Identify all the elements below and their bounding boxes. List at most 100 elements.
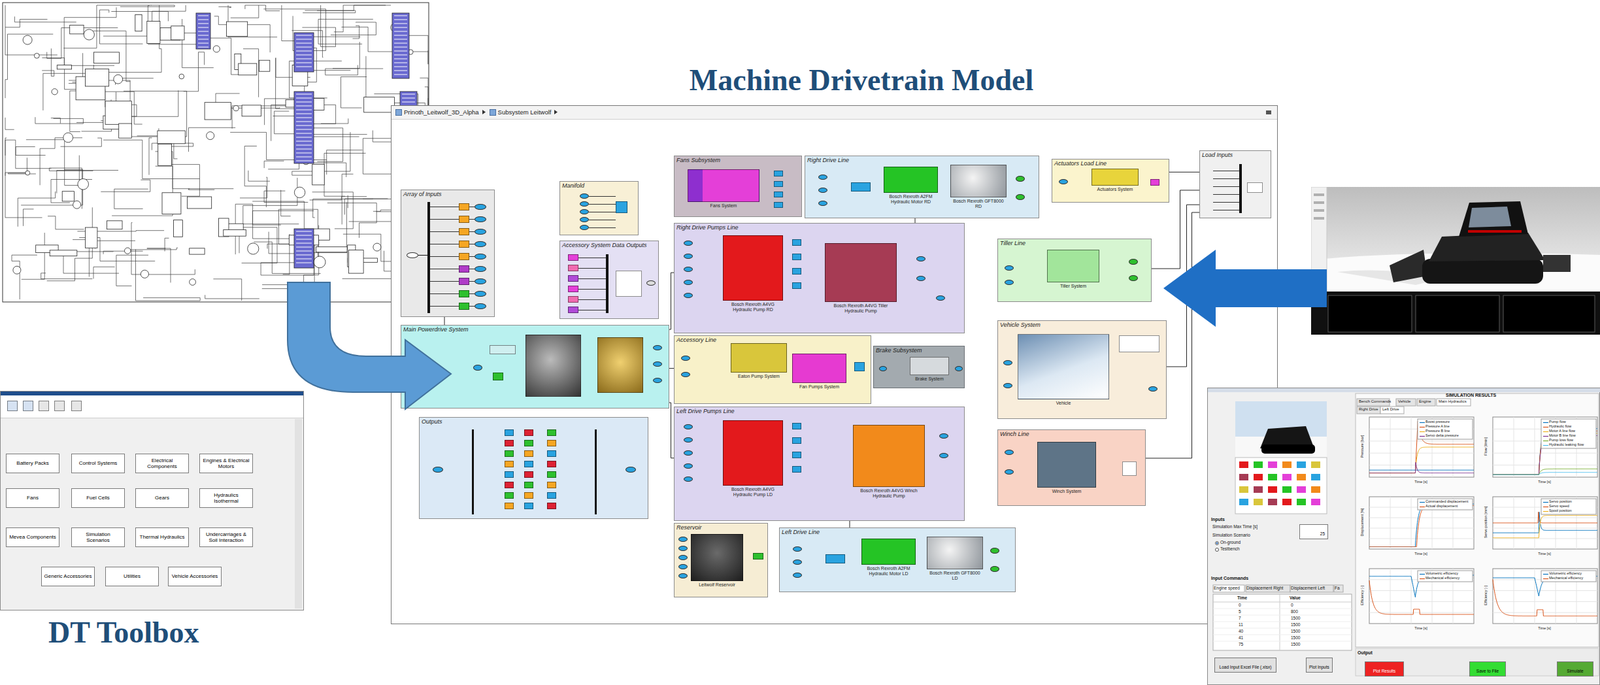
valve-slot [198, 47, 209, 48]
plot-strip [1311, 291, 1600, 335]
valve-slot [296, 149, 312, 150]
app-button: Plot Results [1364, 661, 1404, 677]
thumb-block [1239, 473, 1249, 481]
block-body [1037, 441, 1097, 488]
port-symbol [1128, 275, 1138, 282]
plot-panel [1503, 295, 1595, 333]
block-body [1091, 168, 1139, 186]
input-field: 25 [1299, 524, 1329, 540]
toolbox-window: DT ToolboxBattery PacksControl SystemsEl… [0, 390, 304, 611]
block-symbol [524, 481, 534, 489]
block-symbol [792, 239, 802, 246]
block-symbol [773, 191, 784, 198]
schematic-symbol [83, 29, 95, 40]
schematic-wire [103, 139, 200, 179]
hydraulic-schematic [0, 0, 434, 306]
ui-label: 1500 [1290, 615, 1300, 621]
schematic-wire [373, 209, 391, 212]
block-symbol [469, 218, 475, 220]
block-symbol [492, 372, 504, 381]
valve-slot [296, 43, 312, 44]
table-rule [1279, 594, 1281, 651]
port-symbol [1128, 258, 1138, 265]
table-rule [1213, 621, 1352, 623]
block-symbol [458, 277, 470, 285]
block-caption: Fan Pumps System [792, 384, 847, 390]
library-button: Electrical Components [135, 453, 189, 474]
grid-line [1492, 464, 1598, 466]
block-symbol [7, 400, 18, 412]
legend-sample [1419, 431, 1425, 433]
ui-label: Displacement Left [1290, 585, 1325, 591]
block-caption: Brake System [909, 376, 950, 382]
schematic-wire [17, 191, 56, 227]
ui-label: Output [1357, 650, 1373, 656]
block-symbol [54, 400, 65, 412]
plot-panel [1415, 295, 1500, 333]
schematic-component [223, 229, 247, 236]
menu-item [1313, 216, 1325, 220]
ui-label: Engine [1418, 399, 1432, 404]
ui-label: Pump flow [1549, 419, 1567, 425]
schematic-wire [281, 190, 291, 217]
thumb-block [1282, 498, 1292, 506]
groomer-tiller [1543, 254, 1571, 272]
port-symbol [579, 193, 589, 199]
chart-legend [1417, 570, 1473, 582]
ui-label: Main Hydraulics [1438, 399, 1467, 404]
ui-label: Input Commands [1211, 575, 1249, 582]
thumb-block [1239, 498, 1249, 506]
schematic-wire [126, 247, 178, 250]
schematic-symbol [63, 132, 74, 143]
thumb-block [1296, 498, 1306, 506]
app-graphics [1207, 388, 1600, 685]
block-symbol [578, 299, 606, 300]
thumb-block [1267, 473, 1278, 481]
schematic-wire [264, 160, 284, 168]
schematic-wire [332, 41, 360, 69]
block-symbol [588, 219, 616, 221]
schematic-wire [327, 203, 377, 238]
valve-slot [394, 43, 408, 44]
plot-area [1492, 416, 1598, 478]
valve-slot [401, 94, 416, 95]
ui-label: 1500 [1290, 622, 1300, 627]
ui-label: Mechanical efficiency [1425, 575, 1460, 581]
port-symbol [683, 253, 693, 259]
valve-slot [394, 23, 408, 25]
breadcrumb: Prinoth_Leitwolf_3D_AlphaSubsystem Leitw… [395, 108, 559, 116]
library-label: Thermal Hydraulics [139, 533, 185, 540]
block-symbol [1118, 335, 1160, 353]
port-symbol [939, 452, 949, 459]
schematic-component [364, 97, 395, 113]
legend-sample [1543, 578, 1549, 580]
tab [1213, 584, 1245, 593]
app-button: Load Input Excel File (.xlsx) [1214, 657, 1277, 673]
library-button: Undercarriages & Soil Interaction [199, 527, 253, 548]
block-symbol [430, 243, 459, 245]
thumb-block [1239, 486, 1249, 493]
schematic-wire [214, 16, 271, 53]
block-symbol [469, 256, 475, 257]
schematic-symbol [51, 88, 58, 95]
subsystem-area: Accessory System Data Outputs [559, 240, 659, 319]
thumb-block [1282, 473, 1292, 481]
block-symbol [469, 281, 475, 282]
valve-slot [198, 31, 209, 33]
port-symbol [916, 275, 926, 282]
block-caption: Winch System [1037, 488, 1097, 495]
valve-bank [294, 32, 314, 72]
legend-sample [1419, 426, 1425, 428]
schematic-component [157, 130, 185, 144]
schematic-component [259, 60, 270, 72]
port-symbol [474, 241, 487, 248]
subsystem-title: Outputs [421, 418, 443, 425]
sheet [0, 0, 434, 306]
grid-line [1369, 452, 1474, 454]
legend-sample [1419, 422, 1425, 423]
schematic-wire [239, 177, 268, 199]
breadcrumb-arrow [481, 109, 487, 116]
block-symbol [391, 118, 1278, 120]
block-symbol [615, 201, 628, 214]
thumb-block [1311, 498, 1321, 506]
